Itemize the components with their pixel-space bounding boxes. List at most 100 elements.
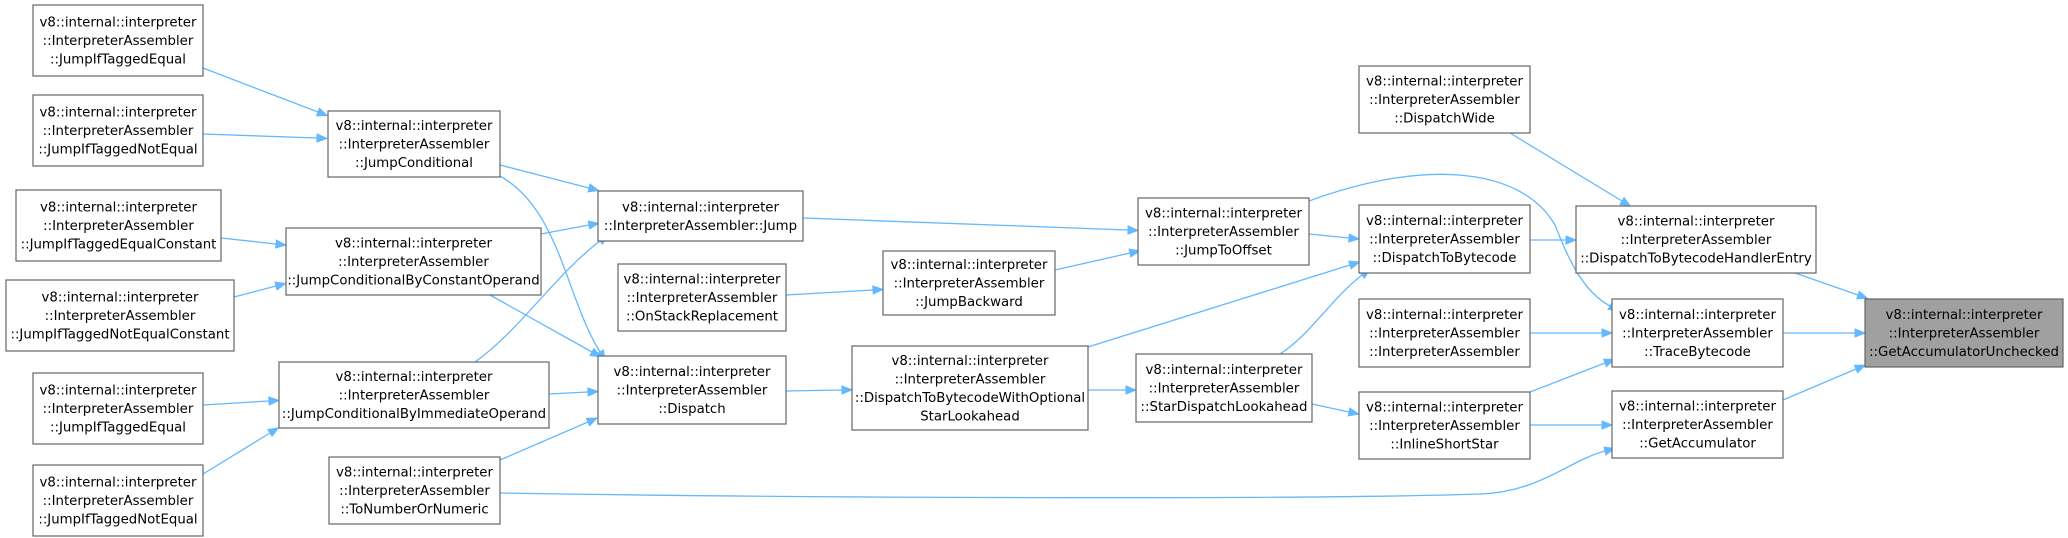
graph-node-sdl[interactable]: v8::internal::interpreter::InterpreterAs…: [1135, 353, 1313, 423]
edge-line: [1054, 252, 1131, 271]
node-box: [5, 279, 235, 352]
edge-line: [540, 224, 590, 235]
graph-node-jto[interactable]: v8::internal::interpreter::InterpreterAs…: [1137, 197, 1310, 266]
node-label-line: v8::internal::interpreter: [40, 106, 197, 121]
node-label-line: v8::internal::interpreter: [1366, 401, 1523, 416]
edge-dispatch-to-dtbwosl: [785, 385, 854, 395]
edge-jite_a-to-jc: [202, 67, 329, 117]
edge-line: [202, 67, 319, 113]
edge-jitne_a-to-jc: [202, 133, 329, 143]
node-box: [1358, 298, 1531, 368]
node-label-line: ::InterpreterAssembler: [338, 255, 489, 270]
node-label-line: ::JumpIfTaggedEqual: [50, 421, 186, 436]
edge-line: [1308, 233, 1350, 239]
graph-node-jump[interactable]: v8::internal::interpreter::InterpreterAs…: [597, 190, 804, 242]
node-label-line: v8::internal::interpreter: [42, 291, 199, 306]
graph-node-dtb[interactable]: v8::internal::interpreter::InterpreterAs…: [1358, 204, 1531, 274]
graph-node-jitne_a[interactable]: v8::internal::interpreter::InterpreterAs…: [32, 94, 204, 167]
node-label-line: v8::internal::interpreter: [1619, 400, 1776, 415]
arrowhead-icon: [1601, 328, 1614, 338]
node-box: [1135, 353, 1313, 423]
graph-node-ga[interactable]: v8::internal::interpreter::InterpreterAs…: [1611, 390, 1784, 459]
node-label-line: ::JumpIfTaggedEqual: [50, 53, 186, 68]
graph-node-jcbio[interactable]: v8::internal::interpreter::InterpreterAs…: [278, 361, 550, 429]
node-layer: v8::internal::interpreter::InterpreterAs…: [5, 4, 2064, 537]
edge-jite_b-to-jcbio: [202, 396, 281, 406]
graph-node-jc[interactable]: v8::internal::interpreter::InterpreterAs…: [327, 110, 501, 178]
arrowhead-icon: [587, 183, 600, 193]
graph-node-dw[interactable]: v8::internal::interpreter::InterpreterAs…: [1358, 65, 1531, 134]
node-label-line: v8::internal::interpreter: [1366, 308, 1523, 323]
edge-osr-to-jb: [785, 285, 885, 296]
edge-line: [1308, 173, 1611, 307]
node-box: [1137, 197, 1310, 266]
arrowhead-icon: [1347, 407, 1361, 417]
arrowhead-icon: [1128, 248, 1142, 258]
node-label-line: ::InterpreterAssembler: [895, 372, 1046, 387]
edge-line: [202, 400, 270, 406]
graph-node-iss[interactable]: v8::internal::interpreter::InterpreterAs…: [1358, 391, 1531, 460]
node-label-line: ::InterpreterAssembler: [43, 219, 194, 234]
graph-node-dtbhe[interactable]: v8::internal::interpreter::InterpreterAs…: [1575, 205, 1817, 274]
arrowhead-icon: [841, 385, 854, 395]
edge-line: [1279, 274, 1363, 355]
edge-dtbwosl-to-dtb: [1087, 260, 1361, 348]
node-label-line: v8::internal::interpreter: [624, 273, 781, 288]
edge-line: [785, 389, 843, 392]
edge-line: [499, 450, 1606, 499]
arrowhead-icon: [1348, 260, 1361, 270]
node-box: [32, 94, 204, 167]
graph-node-tnon[interactable]: v8::internal::interpreter::InterpreterAs…: [328, 456, 501, 525]
node-label-line: ::Dispatch: [658, 402, 725, 417]
graph-node-ia[interactable]: v8::internal::interpreter::InterpreterAs…: [1358, 298, 1531, 368]
node-label-line: ::InterpreterAssembler: [339, 484, 490, 499]
node-label-line: ::JumpIfTaggedEqualConstant: [21, 238, 217, 253]
node-label-line: ::InterpreterAssembler: [339, 138, 490, 153]
graph-node-tb[interactable]: v8::internal::interpreter::InterpreterAs…: [1611, 298, 1784, 368]
edge-jump-to-jto: [802, 217, 1140, 235]
node-box: [617, 263, 787, 332]
graph-node-jitec[interactable]: v8::internal::interpreter::InterpreterAs…: [15, 189, 222, 262]
node-box: [882, 250, 1056, 316]
node-label-line: v8::internal::interpreter: [1886, 308, 2043, 323]
node-label-line: ::InterpreterAssembler: [1369, 345, 1520, 360]
node-label-line: v8::internal::interpreter: [1146, 363, 1303, 378]
node-label-line: ::JumpBackward: [915, 295, 1023, 310]
arrowhead-icon: [589, 347, 602, 358]
edge-line: [489, 294, 593, 353]
node-label-line: ::InterpreterAssembler: [1369, 419, 1520, 434]
graph-node-jite_b[interactable]: v8::internal::interpreter::InterpreterAs…: [32, 372, 204, 445]
edge-tnon-to-dispatch: [499, 417, 599, 461]
graph-node-dispatch[interactable]: v8::internal::interpreter::InterpreterAs…: [597, 355, 787, 425]
graph-node-jitne_b[interactable]: v8::internal::interpreter::InterpreterAs…: [32, 464, 204, 537]
arrowhead-icon: [275, 239, 288, 249]
edge-ia-to-tb: [1530, 328, 1614, 338]
node-box: [1611, 298, 1784, 368]
graph-node-jb[interactable]: v8::internal::interpreter::InterpreterAs…: [882, 250, 1056, 316]
node-label-line: ::GetAccumulator: [1639, 437, 1756, 452]
graph-node-jitnec[interactable]: v8::internal::interpreter::InterpreterAs…: [5, 279, 235, 352]
graph-node-jite_a[interactable]: v8::internal::interpreter::InterpreterAs…: [32, 4, 204, 77]
graph-node-gau[interactable]: v8::internal::interpreter::InterpreterAs…: [1864, 298, 2064, 368]
arrowhead-icon: [316, 133, 329, 143]
node-label-line: ::InterpreterAssembler: [1369, 93, 1520, 108]
node-label-line: ::ToNumberOrNumeric: [340, 503, 488, 518]
node-box: [15, 189, 222, 262]
edge-dw-to-dtbhe: [1509, 132, 1632, 207]
arrowhead-icon: [1565, 235, 1578, 245]
node-label-line: ::InterpreterAssembler: [43, 34, 194, 49]
graph-node-jcbco[interactable]: v8::internal::interpreter::InterpreterAs…: [285, 227, 542, 296]
node-label-line: ::InterpreterAssembler: [617, 384, 768, 399]
node-label-line: v8::internal::interpreter: [336, 466, 493, 481]
node-box: [1358, 391, 1531, 460]
node-label-line: ::JumpToOffset: [1175, 244, 1272, 259]
node-label-line: ::InterpreterAssembler: [45, 309, 196, 324]
node-label-line: ::InterpreterAssembler: [1149, 382, 1300, 397]
graph-node-dtbwosl[interactable]: v8::internal::interpreter::InterpreterAs…: [851, 345, 1089, 431]
edge-jcbio-to-dispatch: [548, 387, 600, 397]
node-label-line: v8::internal::interpreter: [336, 119, 493, 134]
graph-node-osr[interactable]: v8::internal::interpreter::InterpreterAs…: [617, 263, 787, 332]
edge-tb-to-gau: [1783, 328, 1867, 338]
edge-dtb-to-dtbhe: [1530, 235, 1578, 245]
node-label-line: ::JumpIfTaggedNotEqual: [38, 143, 197, 158]
